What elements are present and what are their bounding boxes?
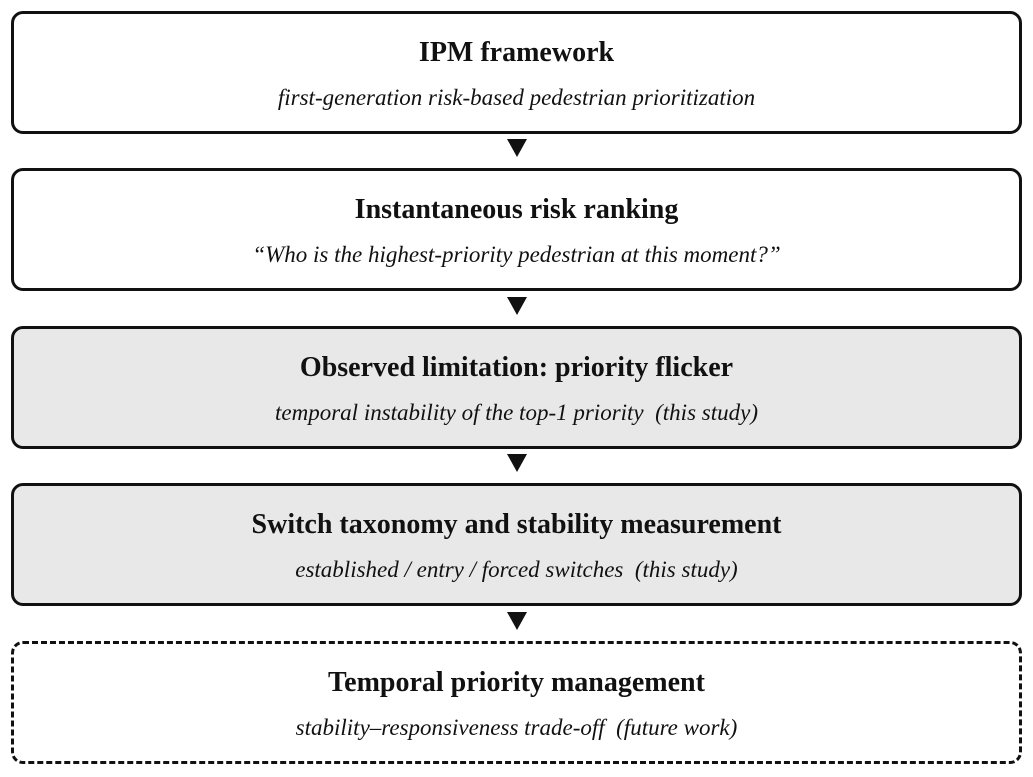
stage-title: Instantaneous risk ranking bbox=[354, 194, 679, 225]
stage-box-ipm-framework: IPM framework first-generation risk-base… bbox=[11, 11, 1022, 134]
stage-box-instantaneous-risk-ranking: Instantaneous risk ranking “Who is the h… bbox=[11, 168, 1022, 291]
stage-title: Switch taxonomy and stability measuremen… bbox=[251, 509, 782, 540]
stage-subtitle: “Who is the highest-priority pedestrian … bbox=[252, 242, 781, 267]
stage-subtitle: stability–responsiveness trade-off (futu… bbox=[295, 715, 738, 740]
stage-box-observed-limitation: Observed limitation: priority flicker te… bbox=[11, 326, 1022, 449]
stage-subtitle: first-generation risk-based pedestrian p… bbox=[277, 85, 756, 110]
down-arrow-icon bbox=[507, 139, 527, 157]
stage-title: IPM framework bbox=[418, 37, 615, 68]
stage-title: Temporal priority management bbox=[328, 667, 705, 698]
stage-subtitle: established / entry / forced switches (t… bbox=[295, 557, 738, 582]
down-arrow-icon bbox=[507, 612, 527, 630]
stage-box-temporal-priority-management: Temporal priority management stability–r… bbox=[11, 641, 1022, 764]
down-arrow-icon bbox=[507, 297, 527, 315]
stage-subtitle: temporal instability of the top-1 priori… bbox=[275, 400, 758, 425]
stage-title: Observed limitation: priority flicker bbox=[299, 352, 734, 383]
down-arrow-icon bbox=[507, 454, 527, 472]
stage-box-switch-taxonomy: Switch taxonomy and stability measuremen… bbox=[11, 483, 1022, 606]
